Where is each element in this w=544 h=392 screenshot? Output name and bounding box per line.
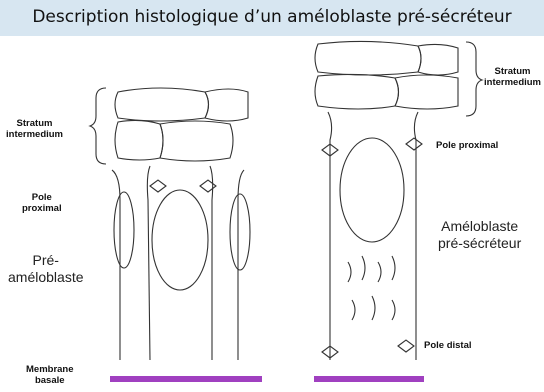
right-stratum-bracket: [466, 42, 482, 116]
left-stratum-cell: [205, 89, 248, 121]
right-stratum-label: Stratumintermedium: [484, 66, 541, 88]
left-stratum-label: Stratumintermedium: [6, 118, 63, 140]
right-pole-proximal-label: Pole proximal: [436, 140, 498, 151]
left-stratum-cell: [115, 88, 209, 121]
right-stratum-cell: [315, 74, 399, 109]
right-cell-label: Améloblastepré-sécréteur: [438, 218, 521, 252]
right-stratum-cell: [315, 41, 421, 75]
left-membrane-label: Membranebasale: [26, 364, 74, 386]
left-cell-label: Pré-améloblaste: [8, 252, 84, 286]
right-desmosome: [322, 138, 422, 358]
left-basement-membrane: [110, 376, 262, 382]
left-columnar-cell: [112, 166, 244, 360]
right-stratum-cell: [418, 44, 458, 75]
right-cell-nucleus: [340, 138, 404, 242]
right-stratum-cell: [395, 75, 458, 109]
left-cell-nucleus: [152, 190, 208, 290]
left-stratum-cell: [115, 120, 163, 160]
right-organelles: [348, 256, 395, 320]
left-pole-proximal-label: Poleproximal: [22, 192, 62, 214]
right-basement-membrane: [314, 376, 424, 382]
left-stratum-bracket: [90, 88, 106, 164]
left-cell-nucleus: [114, 192, 134, 268]
left-stratum-cell: [160, 121, 233, 161]
right-ameloblast-outline: [328, 112, 418, 360]
right-pole-distal-label: Pole distal: [424, 340, 472, 351]
left-cell-nucleus: [230, 194, 250, 270]
